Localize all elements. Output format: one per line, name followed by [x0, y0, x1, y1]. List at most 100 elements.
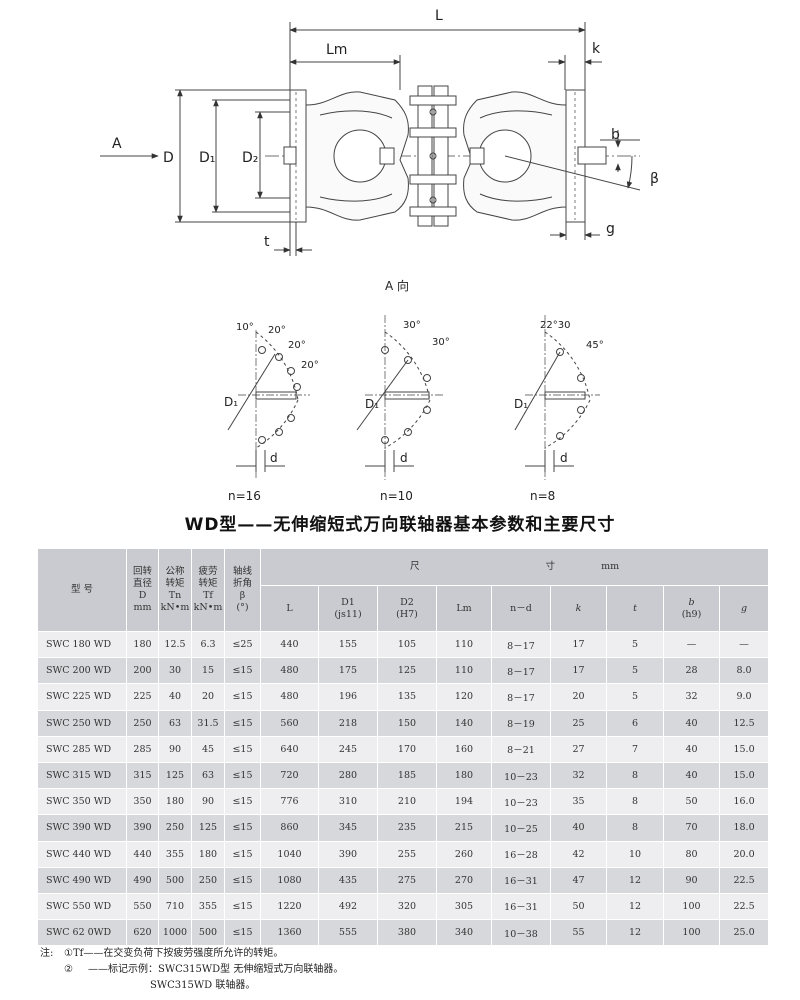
cell-l: 776: [260, 788, 319, 816]
cell-nd: 10－23: [491, 788, 551, 816]
cell-beta: ≤15: [224, 892, 261, 921]
cell-beta: ≤15: [224, 919, 261, 947]
cell-d: 250: [126, 709, 159, 737]
cell-k: 20: [550, 683, 607, 711]
cell-d1: 155: [318, 630, 378, 659]
cell-k: 55: [550, 919, 607, 947]
cell-lm: 110: [436, 657, 492, 685]
cell-d1: 310: [318, 788, 378, 816]
cell-k: 32: [550, 761, 607, 790]
cell-b: 70: [663, 814, 720, 842]
cell-lm: 140: [436, 709, 492, 737]
table-title: WD型——无伸缩短式万向联轴器基本参数和主要尺寸: [184, 515, 616, 535]
cell-nd: 16－31: [491, 892, 551, 921]
cell-t: 5: [606, 630, 664, 659]
dim-L: L: [435, 8, 443, 24]
cell-d2: 320: [377, 892, 437, 921]
dim-D1: D₁: [365, 397, 379, 411]
cell-lm: 215: [436, 814, 492, 842]
cell-k: 42: [550, 840, 607, 868]
cell-tf: 90: [191, 788, 225, 816]
angle-label: 30°: [432, 337, 450, 348]
cell-d2: 235: [377, 814, 437, 842]
cell-d1: 555: [318, 919, 378, 947]
cell-nd: 8－17: [491, 630, 551, 659]
cell-d: 440: [126, 840, 159, 868]
cell-model: SWC 390 WD: [37, 814, 127, 842]
header-shaft-angle: 轴线折角 β(°): [224, 548, 261, 632]
cell-lm: 305: [436, 892, 492, 921]
cell-tf: 15: [191, 657, 225, 685]
angle-label: 20°: [301, 360, 319, 371]
cell-tn: 355: [158, 840, 192, 868]
cell-lm: 110: [436, 630, 492, 659]
cell-d2: 135: [377, 683, 437, 711]
cell-g: 15.0: [718, 761, 770, 790]
cell-d2: 150: [377, 709, 437, 737]
cell-d1: 435: [318, 866, 378, 894]
cell-beta: ≤15: [224, 709, 261, 737]
cell-d: 550: [126, 892, 159, 921]
angle-label: 22°30: [540, 320, 570, 331]
cell-tf: 500: [191, 919, 225, 947]
cell-nd: 8－17: [491, 657, 551, 685]
cell-d: 620: [126, 919, 159, 947]
technical-drawing: L Lm k A D D₁ D₂ b β g t A 向: [100, 8, 659, 503]
cell-d1: 245: [318, 735, 378, 763]
cell-beta: ≤15: [224, 735, 261, 763]
flange-count-label: n=8: [530, 489, 555, 503]
note-2-text: ——标记示例：SWC315WD型 无伸缩短式万向联轴器。: [88, 964, 344, 975]
cell-l: 480: [260, 657, 319, 685]
cell-d: 315: [126, 761, 159, 790]
cell-model: SWC 550 WD: [37, 892, 127, 921]
note-2-sub: SWC315WD 联轴器。: [150, 980, 256, 991]
cell-model: SWC 490 WD: [37, 866, 127, 894]
cell-tn: 90: [158, 735, 192, 763]
header-nd: n－d: [491, 585, 551, 632]
header-b: b(h9): [663, 585, 720, 632]
cell-d1: 196: [318, 683, 378, 711]
cell-g: 16.0: [718, 788, 770, 816]
cell-tn: 710: [158, 892, 192, 921]
header-Lm: Lm: [436, 585, 492, 632]
cell-d1: 280: [318, 761, 378, 790]
cell-tf: 45: [191, 735, 225, 763]
cell-model: SWC 285 WD: [37, 735, 127, 763]
cell-model: SWC 62 0WD: [37, 919, 127, 947]
cell-model: SWC 250 WD: [37, 709, 127, 737]
cell-tf: 6.3: [191, 630, 225, 659]
cell-b: 90: [663, 866, 720, 894]
cell-tn: 63: [158, 709, 192, 737]
cell-nd: 10－25: [491, 814, 551, 842]
cell-nd: 16－28: [491, 840, 551, 868]
cell-tn: 500: [158, 866, 192, 894]
cell-k: 17: [550, 630, 607, 659]
cell-b: 50: [663, 788, 720, 816]
cell-tn: 180: [158, 788, 192, 816]
flange-count-label: n=10: [380, 489, 413, 503]
cell-t: 7: [606, 735, 664, 763]
cell-beta: ≤15: [224, 840, 261, 868]
cell-g: 18.0: [718, 814, 770, 842]
cell-d1: 492: [318, 892, 378, 921]
cell-d2: 170: [377, 735, 437, 763]
cell-nd: 8－19: [491, 709, 551, 737]
dim-D1: D₁: [224, 395, 238, 409]
note-2-mark: ②: [64, 964, 73, 975]
cell-g: 12.5: [718, 709, 770, 737]
header-dimensions-group: 尺 寸 mm: [259, 548, 770, 586]
cell-l: 440: [260, 630, 319, 659]
cell-beta: ≤15: [224, 657, 261, 685]
note-1-text: Tf——在交变负荷下按疲劳强度所允许的转矩。: [72, 948, 284, 959]
dim-t: t: [264, 234, 270, 250]
flange-view-n10: [356, 315, 445, 480]
notes: 注:①Tf——在交变负荷下按疲劳强度所允许的转矩。 ②——标记示例：SWC315…: [40, 946, 343, 994]
cell-l: 1220: [260, 892, 319, 921]
header-L: L: [260, 585, 319, 632]
